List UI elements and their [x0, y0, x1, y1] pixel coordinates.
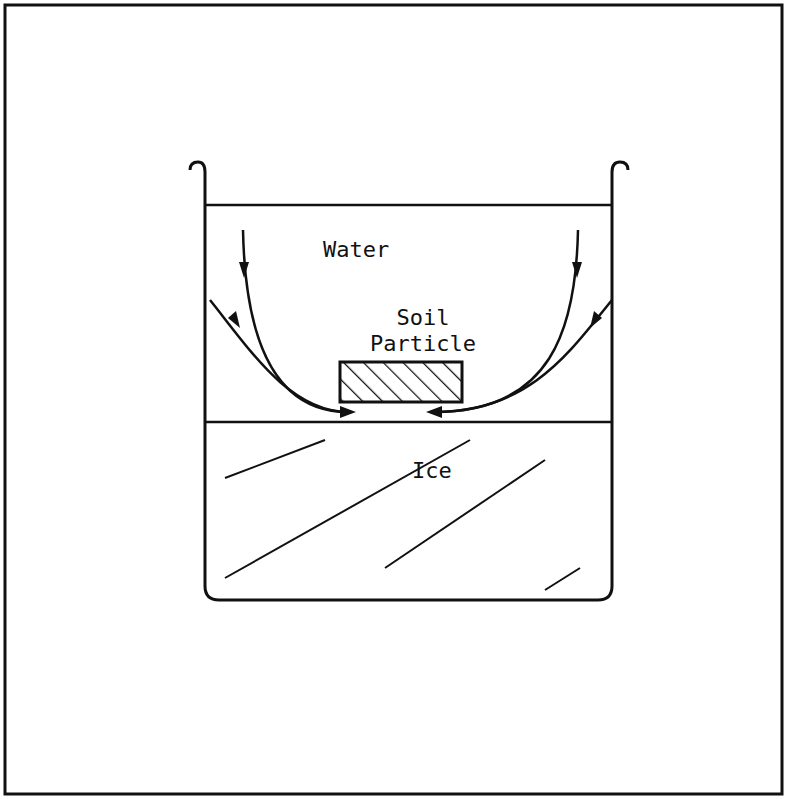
arrowheads	[228, 262, 602, 418]
soil-particle	[340, 362, 462, 402]
beaker	[190, 162, 628, 600]
part-label: Soil Particle	[366, 305, 480, 357]
ice-hatching	[225, 440, 580, 590]
water-surface	[205, 204, 612, 207]
frame	[5, 5, 782, 794]
region-label: Water	[323, 237, 389, 263]
region-label: Ice	[412, 458, 452, 484]
ice-interface	[205, 421, 612, 424]
flow-lines	[210, 230, 612, 412]
